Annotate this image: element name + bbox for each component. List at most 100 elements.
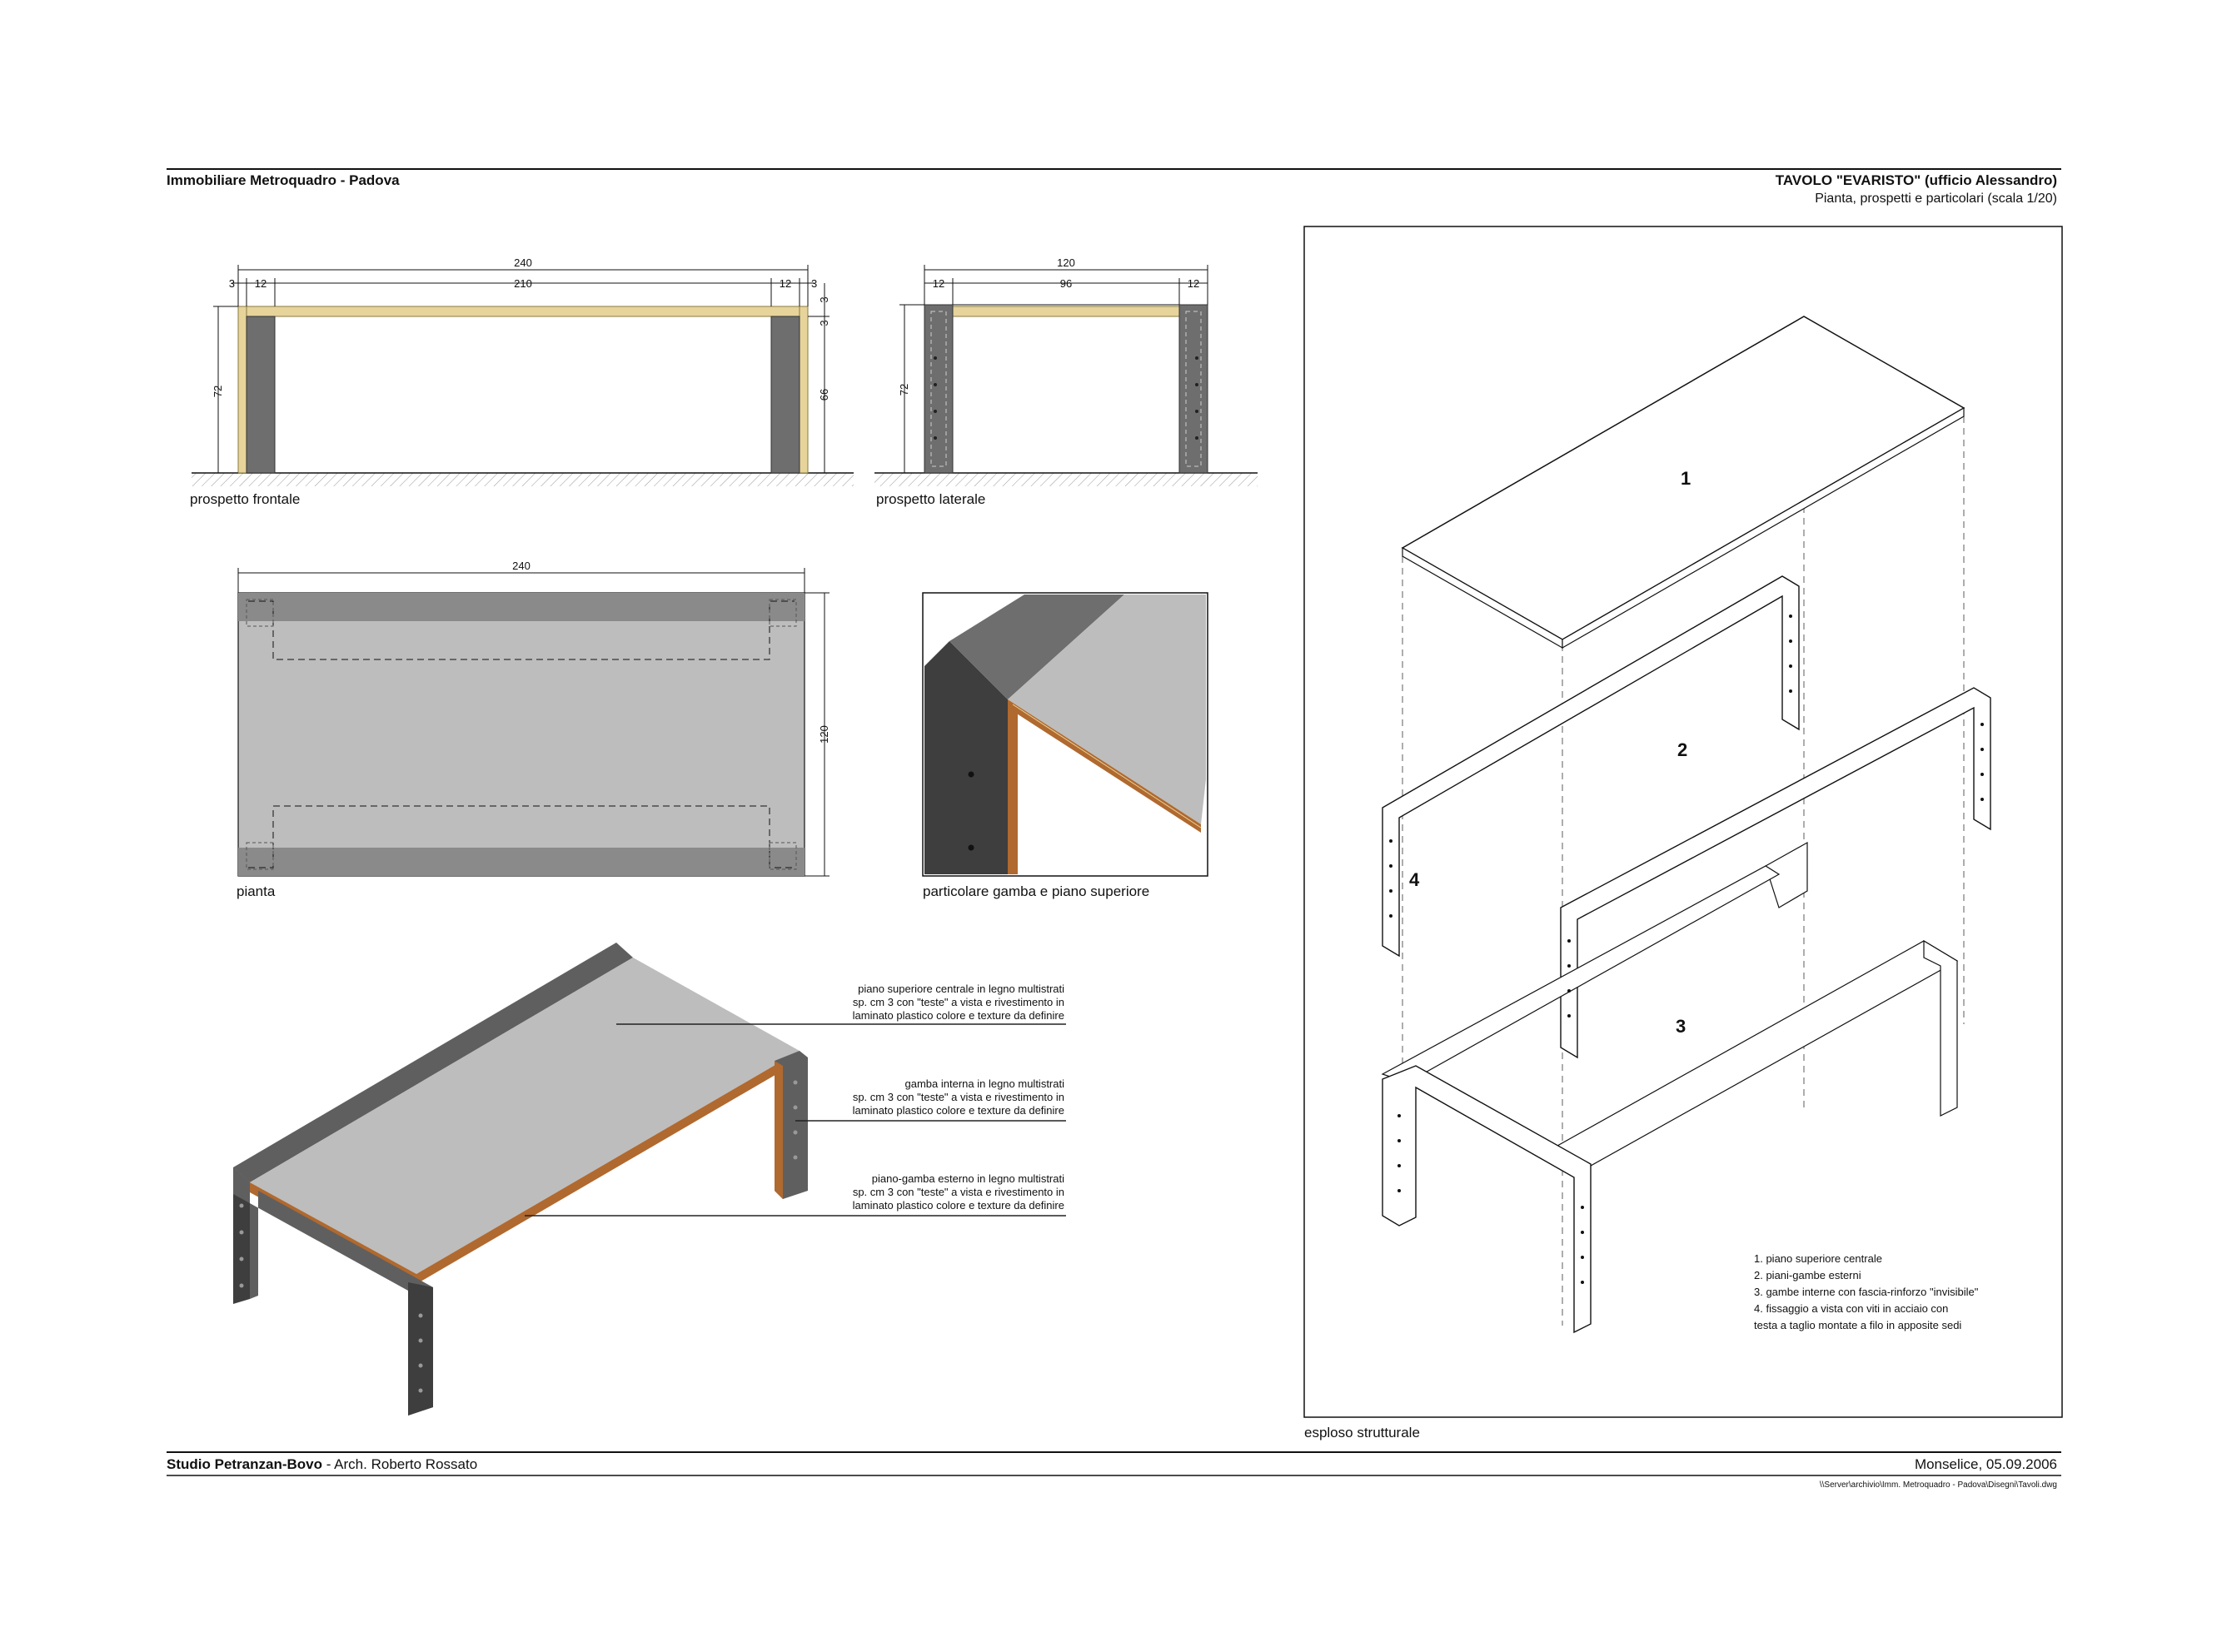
side-dim-leg-left: 12 (933, 277, 944, 290)
ground-hatch (192, 473, 854, 486)
side-leg-left-hidden (930, 311, 947, 467)
exploded-frame (1303, 226, 2063, 1418)
label-side-elevation: prospetto laterale (876, 491, 985, 507)
detail-view: particolare gamba e piano superiore (922, 592, 1208, 899)
client-name: Immobiliare Metroquadro - Padova (167, 172, 400, 188)
header: Immobiliare Metroquadro - Padova TAVOLO … (167, 168, 2061, 206)
place-date: Monselice, 05.09.2006 (1915, 1456, 2057, 1472)
footer-credits: Studio Petranzan-Bovo - Arch. Roberto Ro… (167, 1456, 477, 1472)
plan-leg-marker (246, 599, 274, 627)
plan-leg-marker (769, 842, 797, 870)
axo-leg-front-left (233, 1167, 250, 1304)
label-exploded: esploso strutturale (1304, 1425, 1420, 1441)
annotation-line: piano superiore centrale in legno multis… (858, 983, 1064, 995)
detail-leg-top (949, 595, 1124, 699)
side-dim-height: 72 (898, 384, 910, 396)
plan-dim-depth: 120 (818, 725, 830, 744)
outer-panel-left (237, 306, 247, 474)
part-number-3: 3 (1676, 1016, 1686, 1037)
axo-outer-panel-back (233, 943, 633, 1182)
leg-right (770, 316, 800, 474)
annotation-line: laminato plastico colore e texture da de… (853, 1104, 1064, 1117)
detail-screw (968, 844, 974, 851)
drawing-subtitle: Pianta, prospetti e particolari (scala 1… (1815, 192, 2057, 206)
part-number-1: 1 (1681, 468, 1691, 489)
legend-item: 2. piani-gambe esterni (1754, 1269, 1861, 1281)
plan-outer-panel-top (238, 593, 805, 621)
label-detail: particolare gamba e piano superiore (923, 883, 1149, 899)
annotation-line: sp. cm 3 con "teste" a vista e rivestime… (853, 1186, 1064, 1198)
annotation-line: gamba interna in legno multistrati (905, 1077, 1065, 1090)
detail-tabletop (1008, 595, 1206, 824)
annotation-line: laminato plastico colore e texture da de… (853, 1009, 1064, 1022)
legend-item: 4. fissaggio a vista con viti in acciaio… (1754, 1302, 1948, 1315)
part-2-outer-panel-front (1560, 687, 1991, 1059)
ground-hatch-side (874, 473, 1258, 486)
part-number-4: 4 (1409, 869, 1420, 890)
axonometric-view: piano superiore centrale in legno multis… (233, 943, 1066, 1416)
file-path: \\Server\archivio\Imm. Metroquadro - Pad… (1820, 1480, 2057, 1490)
leg-left (246, 316, 276, 474)
architect-name: - Arch. Roberto Rossato (322, 1456, 477, 1472)
tabletop-front (237, 306, 809, 317)
detail-ply-line (1012, 704, 1202, 828)
plan-dimension-lines (237, 568, 830, 877)
side-top-edge (952, 306, 1180, 317)
legend-item: 3. gambe interne con fascia-rinforzo "in… (1754, 1286, 1979, 1298)
studio-name: Studio Petranzan-Bovo (167, 1456, 322, 1472)
front-dimension-lines (213, 265, 830, 474)
axo-leg-back-edge (775, 1061, 783, 1199)
exploded-view: 1 2 3 4 1. piano superiore centrale 2. p… (1303, 226, 2063, 1441)
side-dimension-lines (899, 265, 1208, 473)
part-4-outer-panel (1382, 1065, 1592, 1334)
footer: Studio Petranzan-Bovo - Arch. Roberto Ro… (167, 1451, 2061, 1490)
annotation-outer-leg: piano-gamba esterno in legno multistrati… (853, 1172, 1064, 1212)
side-dim-total: 120 (1057, 256, 1075, 269)
dim-leg-left: 12 (255, 277, 267, 290)
annotation-line: sp. cm 3 con "teste" a vista e rivestime… (853, 1091, 1064, 1103)
annotation-inner-leg: gamba interna in legno multistrati sp. c… (853, 1077, 1064, 1117)
axo-screws (239, 1080, 798, 1393)
dim-leg-height: 66 (818, 389, 830, 401)
plan-dim-width: 240 (512, 560, 531, 572)
part-3-leg-right (1923, 939, 1958, 1117)
side-dim-leg-right: 12 (1188, 277, 1199, 290)
detail-screw (968, 771, 974, 778)
side-leg-right-hidden (1185, 311, 1202, 467)
exploded-legend: 1. piano superiore centrale 2. piani-gam… (1754, 1252, 1979, 1331)
drawing-title: TAVOLO "EVARISTO" (ufficio Alessandro) (1776, 172, 2057, 188)
plan-leg-marker (246, 842, 274, 870)
side-screws (934, 356, 1198, 440)
plan-tabletop (237, 592, 805, 877)
dim-leg-right: 12 (780, 277, 791, 290)
dim-edge-right: 3 (811, 277, 817, 290)
label-plan: pianta (237, 883, 276, 899)
side-elevation: 120 12 96 12 72 prospetto laterale (874, 256, 1258, 507)
annotation-line: piano-gamba esterno in legno multistrati (872, 1172, 1064, 1185)
dim-total-width: 240 (514, 256, 532, 269)
plan-outer-panel-bottom (238, 848, 805, 876)
exploded-screws (1389, 615, 1984, 1284)
side-leg-left (924, 304, 954, 474)
side-dim-inner: 96 (1060, 277, 1072, 290)
annotation-line: sp. cm 3 con "teste" a vista e rivestime… (853, 996, 1064, 1008)
part-3-crossbar (1556, 940, 1959, 1167)
annotation-top: piano superiore centrale in legno multis… (853, 983, 1064, 1022)
dim-height: 72 (212, 386, 224, 397)
legend-item: 1. piano superiore centrale (1754, 1252, 1882, 1265)
part-number-2: 2 (1677, 739, 1687, 760)
detail-leg-edge (1008, 699, 1018, 874)
dim-inner-width: 210 (514, 277, 532, 290)
dim-top-thickness-1: 3 (818, 296, 830, 302)
axo-tabletop (250, 958, 800, 1274)
plan-leg-marker (769, 599, 797, 627)
side-leg-right (1178, 304, 1208, 474)
side-outline (924, 304, 1208, 474)
part-1-edge (1562, 406, 1965, 649)
dim-edge-left: 3 (229, 277, 235, 290)
part-3-reinforcement-back (1765, 841, 1808, 908)
detail-leg-face (924, 641, 1008, 874)
legend-item: testa a taglio montate a filo in apposit… (1754, 1319, 1961, 1331)
dim-top-thickness-2: 3 (818, 320, 830, 326)
